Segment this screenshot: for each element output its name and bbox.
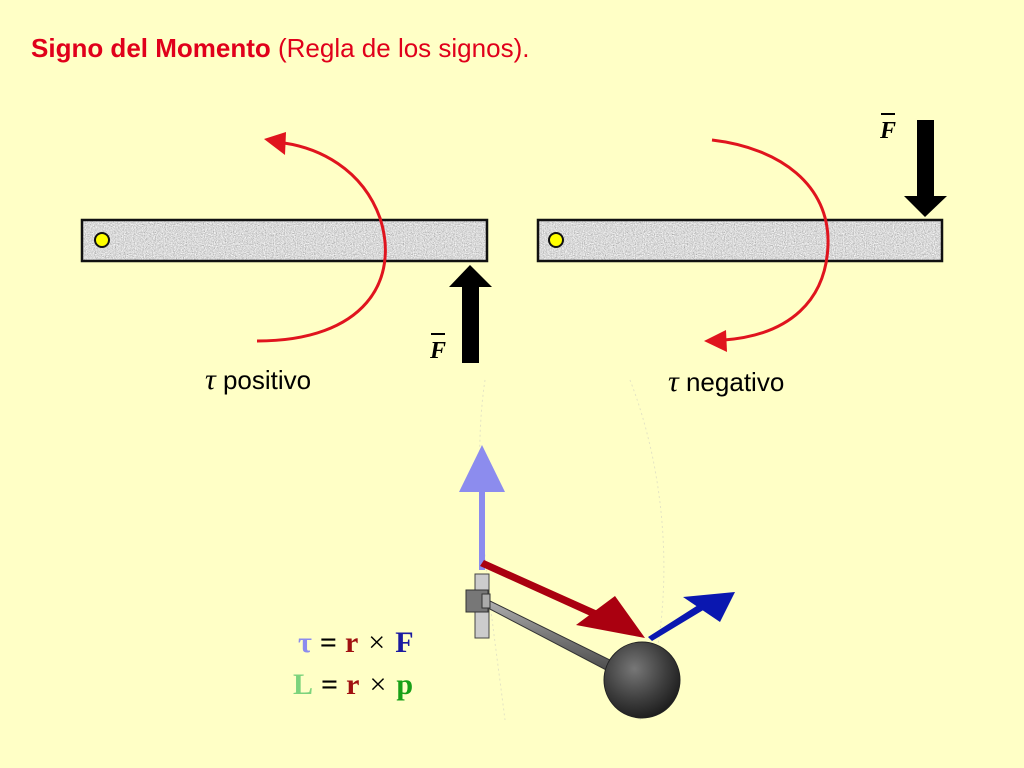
right-beam — [536, 218, 944, 263]
positive-torque-label: τ positivo — [205, 363, 311, 396]
pendulum-rod — [481, 595, 617, 674]
formula-F: F — [395, 626, 413, 659]
left-pivot-icon — [94, 232, 110, 248]
right-force-text: F — [879, 118, 896, 144]
left-beam — [80, 218, 489, 263]
pivot-post — [465, 573, 491, 639]
vector-illustration — [459, 379, 735, 721]
formula-block: τ=r×F L=r×p — [293, 626, 414, 701]
formula-L: L — [293, 668, 313, 701]
angular-momentum-formula: L=r × p — [293, 668, 413, 701]
formula-times-2: × — [369, 668, 386, 701]
right-pivot-icon — [548, 232, 564, 248]
right-tau-symbol: τ — [668, 365, 680, 398]
force-vector-icon — [648, 592, 735, 641]
formula-eq-2: = — [321, 668, 338, 701]
ccw-rotation-arrow-icon — [256, 132, 387, 343]
title-normal: (Regla de los signos). — [270, 33, 530, 63]
formula-times-1: × — [368, 626, 385, 659]
left-force-label: F — [429, 333, 446, 364]
formula-p: p — [396, 668, 413, 701]
cw-rotation-arrow-icon — [704, 138, 830, 352]
negative-torque-label: τ negativo — [668, 365, 784, 398]
upward-force-arrow-icon — [449, 265, 492, 363]
left-force-text: F — [429, 338, 446, 364]
title-bold: Signo del Momento — [31, 33, 271, 63]
formula-eq-1: = — [320, 626, 337, 659]
left-label-text: positivo — [216, 365, 311, 395]
formula-r-1: r — [345, 626, 358, 659]
right-force-label: F — [879, 113, 896, 144]
formula-r-2: r — [346, 668, 359, 701]
right-label-text: negativo — [679, 367, 785, 397]
torque-formula: τ=r × F — [298, 626, 414, 659]
formula-tau: τ — [298, 626, 312, 659]
left-tau-symbol: τ — [205, 363, 217, 396]
r-vector-icon — [480, 560, 645, 638]
slide-title: Signo del Momento (Regla de los signos). — [31, 33, 529, 64]
torque-vector-icon — [459, 445, 505, 570]
downward-force-arrow-icon — [904, 120, 947, 217]
mass-ball-icon — [603, 641, 681, 719]
